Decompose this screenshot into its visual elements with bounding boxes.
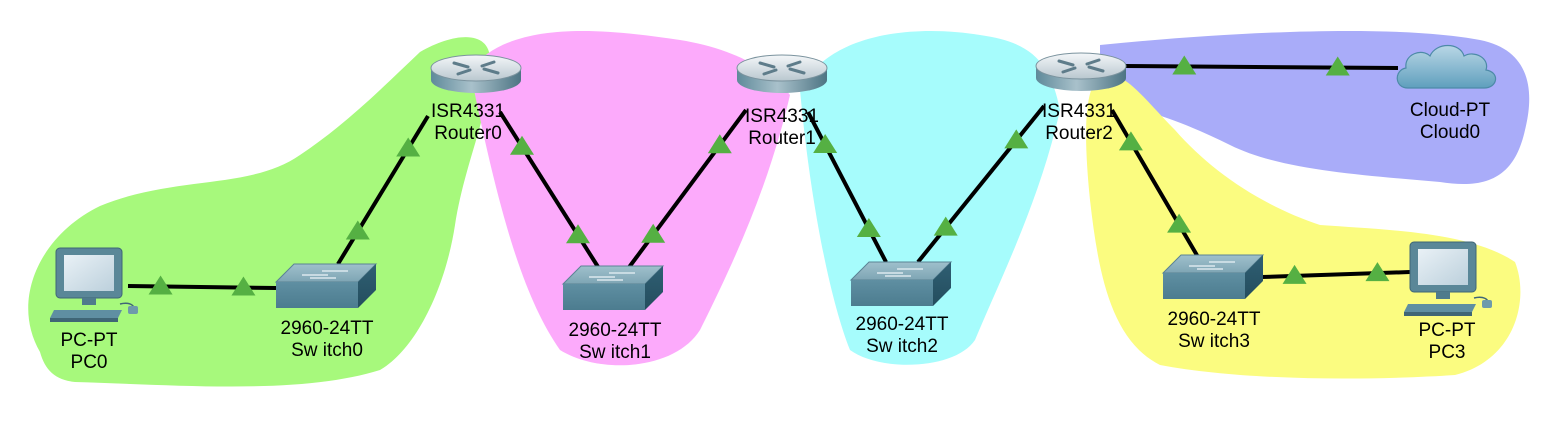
link-status-layer (148, 55, 1390, 296)
switch-icon (1161, 254, 1265, 299)
cloud-icon (1396, 44, 1497, 89)
switch1-model: 2960-24TT (568, 320, 662, 341)
link-status-router0-switch1-router0 (510, 135, 534, 155)
pc3-label: PC-PT PC3 (1419, 320, 1476, 364)
link-status-switch3-pc3-pc3 (1365, 262, 1390, 282)
switch1-label: 2960-24TT Sw itch1 (569, 320, 662, 364)
link-status-router0-switch1-switch1 (566, 224, 590, 244)
switch-icon (561, 265, 665, 310)
router2[interactable] (1035, 52, 1127, 91)
switch0-model: 2960-24TT (280, 318, 374, 339)
router1-model: ISR4331 (745, 106, 819, 127)
link-router0-switch1[interactable] (498, 110, 602, 272)
pc0[interactable] (50, 247, 138, 322)
switch1-name: Sw itch1 (579, 342, 651, 363)
switch-icon (849, 261, 953, 306)
link-status-pc0-switch0-switch0 (231, 276, 256, 296)
router-icon (1035, 52, 1127, 91)
link-status-switch1-router1-switch1 (641, 223, 666, 243)
switch3-model: 2960-24TT (1167, 309, 1261, 330)
link-switch2-router2[interactable] (916, 104, 1046, 264)
switch3-label: 2960-24TT Sw itch3 (1168, 309, 1261, 353)
switch3[interactable] (1161, 254, 1265, 299)
router1-name: Router1 (748, 128, 816, 149)
link-router2-cloud0[interactable] (1123, 64, 1399, 70)
switch3-name: Sw itch3 (1178, 331, 1250, 352)
link-status-router2-switch3-switch3 (1167, 213, 1192, 233)
cloud0[interactable] (1396, 44, 1497, 89)
router2-model: ISR4331 (1042, 101, 1116, 122)
link-status-router2-switch3-router2 (1118, 131, 1143, 151)
router2-name: Router2 (1045, 123, 1113, 144)
link-status-pc0-switch0-pc0 (148, 275, 173, 295)
link-status-switch2-router2-switch2 (933, 216, 958, 236)
switch1[interactable] (561, 265, 665, 310)
link-pc0-switch0[interactable] (127, 284, 277, 290)
link-status-switch2-router2-router2 (1004, 129, 1029, 149)
switch0-name: Sw itch0 (291, 340, 363, 361)
switch0[interactable] (274, 263, 378, 308)
switch2-name: Sw itch2 (866, 336, 938, 357)
switch2-model: 2960-24TT (855, 314, 949, 335)
link-status-router2-cloud0-router2 (1172, 55, 1197, 75)
pc-icon (50, 247, 138, 322)
link-status-router1-switch2-switch2 (856, 218, 881, 237)
pc0-label: PC-PT PC0 (61, 330, 118, 374)
pc0-name: PC0 (70, 352, 108, 373)
switch2-label: 2960-24TT Sw itch2 (856, 314, 949, 358)
wan1-area (470, 30, 790, 366)
pc3-name: PC3 (1428, 342, 1466, 363)
router0[interactable] (430, 54, 522, 93)
router1-label: ISR4331 Router1 (745, 106, 819, 150)
router2-label: ISR4331 Router2 (1042, 101, 1116, 145)
link-switch1-router1[interactable] (625, 108, 748, 272)
link-status-router1-switch2-router1 (813, 134, 838, 153)
switch0-label: 2960-24TT Sw itch0 (281, 318, 374, 362)
lan3-area (1086, 75, 1521, 379)
pc3-model: PC-PT (1418, 320, 1476, 341)
router-icon (736, 54, 828, 93)
router-icon (430, 54, 522, 93)
pc-icon (1404, 241, 1492, 316)
router1[interactable] (736, 54, 828, 93)
link-switch3-pc3[interactable] (1261, 270, 1411, 279)
link-status-router2-cloud0-cloud0 (1325, 56, 1350, 76)
pc3[interactable] (1404, 241, 1492, 316)
cloud0-name: Cloud0 (1419, 122, 1481, 143)
link-status-switch0-router0-switch0 (345, 220, 370, 240)
link-status-switch3-pc3-switch3 (1282, 264, 1307, 284)
router0-name: Router0 (434, 123, 502, 144)
cloud0-label: Cloud-PT Cloud0 (1410, 100, 1490, 144)
switch2[interactable] (849, 261, 953, 306)
switch-icon (274, 263, 378, 308)
cloud0-model: Cloud-PT (1409, 100, 1491, 121)
link-status-switch0-router0-router0 (396, 137, 421, 157)
router0-label: ISR4331 Router0 (431, 101, 505, 145)
pc0-model: PC-PT (60, 330, 118, 351)
link-status-switch1-router1-router1 (707, 134, 732, 154)
router0-model: ISR4331 (431, 101, 505, 122)
lan0-area (28, 37, 491, 387)
